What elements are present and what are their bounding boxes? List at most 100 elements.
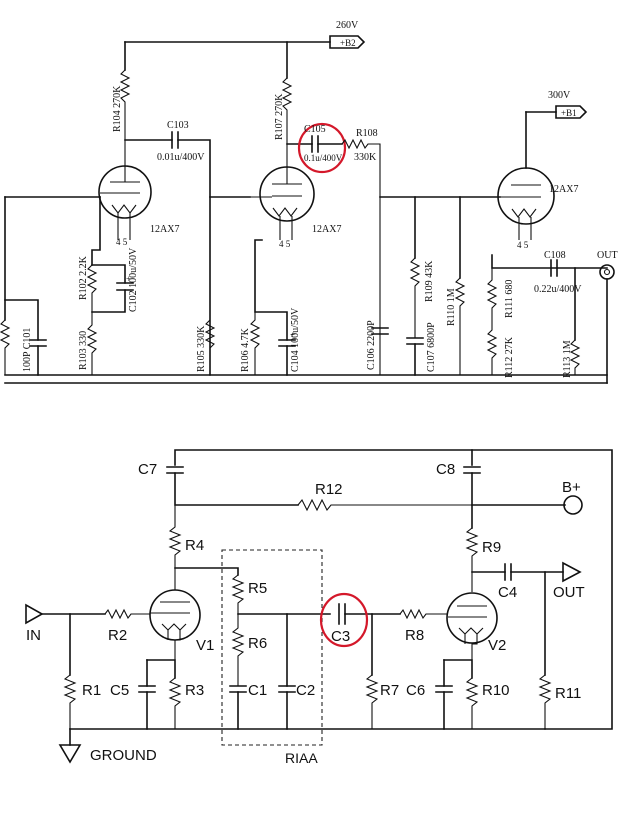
r108-label: R108 (356, 128, 378, 139)
tube-v1 (149, 589, 201, 660)
v1-label: V1 (196, 637, 214, 654)
c108-value: 0.22u/400V (534, 284, 582, 295)
c105-label: C105 (304, 124, 326, 135)
r110-resistor (454, 277, 466, 375)
r5-resistor (231, 574, 245, 614)
c103-capacitor (171, 131, 179, 149)
r12-resistor (297, 498, 472, 512)
r104-resistor (119, 69, 131, 165)
tube-v1-top: 4 5 12AX7 (98, 165, 179, 247)
c102-label: C102 100u/50V (128, 247, 139, 312)
in-terminal (25, 603, 44, 625)
r110-label: R110 1M (446, 288, 457, 326)
r107-resistor (281, 77, 293, 165)
out-terminal (562, 561, 582, 583)
c105-capacitor (311, 135, 319, 153)
r106-resistor (249, 312, 261, 375)
r2-resistor (104, 608, 150, 620)
r5-label: R5 (248, 580, 267, 597)
tube-v2-top: 4 5 12AX7 (250, 165, 341, 249)
b1-arrow-terminal (555, 105, 588, 119)
r113-resistor (569, 339, 581, 375)
tube-v2 (446, 592, 498, 660)
r112-resistor (486, 322, 498, 375)
c2-label: C2 (296, 682, 315, 699)
r11-label: R11 (555, 685, 581, 702)
r107-label: R107 270K (274, 93, 285, 140)
r10-label: R10 (482, 682, 510, 699)
c3-label: C3 (331, 628, 350, 645)
r109-resistor (409, 257, 421, 338)
r112-label: R112 27K (504, 336, 515, 378)
r109-label: R109 43K (424, 260, 435, 302)
riaa-network-box (221, 549, 323, 746)
tube-v3-top: 4 5 12AX7 (497, 167, 578, 250)
r8-resistor (399, 608, 448, 620)
tube2-label: 12AX7 (312, 224, 341, 235)
r6-label: R6 (248, 635, 267, 652)
c2-capacitor (278, 685, 296, 693)
r106-label: R106 4.7K (240, 327, 251, 372)
c107-label: C107 6800P (426, 322, 437, 372)
r12-label: R12 (315, 481, 343, 498)
r102-label: R102 2.2K (78, 255, 89, 300)
r3-label: R3 (185, 682, 204, 699)
r105-label: R105 330K (196, 325, 207, 372)
b1-node-label: +B1 (561, 108, 577, 118)
r9-resistor (465, 527, 479, 592)
r9-label: R9 (482, 539, 501, 556)
c107-capacitor (406, 337, 424, 345)
r103-label: R103 330 (78, 331, 89, 370)
c108-label: C108 (544, 250, 566, 261)
v2-label: V2 (488, 637, 506, 654)
r104-label: R104 270K (112, 85, 123, 132)
out-label: OUT (553, 584, 585, 601)
c5-capacitor (138, 685, 156, 693)
c106-capacitor (371, 327, 389, 335)
r111-resistor (486, 268, 498, 322)
r1-label: R1 (82, 682, 101, 699)
c8-capacitor (463, 466, 481, 474)
c103-value: 0.01u/400V (157, 152, 205, 163)
b2-arrow-terminal (329, 35, 366, 49)
c4-label: C4 (498, 584, 517, 601)
top-out-jack (599, 264, 615, 280)
c6-capacitor (435, 685, 453, 693)
in-label: IN (26, 627, 41, 644)
c5-label: C5 (110, 682, 129, 699)
input-resistor (0, 319, 11, 375)
b-plus-terminal (563, 495, 583, 515)
r8-label: R8 (405, 627, 424, 644)
c4-capacitor (504, 563, 512, 581)
c103-label: C103 (167, 120, 189, 131)
r108-value: 330K (354, 152, 377, 163)
c105-highlight (297, 122, 347, 174)
b1-voltage-label: 300V (548, 90, 571, 101)
bottom-schematic: C7 C8 R12 B+ R4 V1 IN R2 R1 (25, 449, 613, 766)
c101-label: 100P C101 (22, 328, 33, 372)
c7-label: C7 (138, 461, 157, 478)
r7-resistor (365, 674, 379, 729)
top-schematic: 260V +B2 R104 270K C103 0.01u/400V 4 5 1… (0, 20, 618, 384)
tube3-label: 12AX7 (549, 184, 578, 195)
c106-label: C106 2200P (366, 320, 377, 370)
c3-highlight (319, 592, 369, 648)
top-out-label: OUT (597, 250, 618, 261)
r105-resistor (204, 319, 216, 349)
c1-label: C1 (248, 682, 267, 699)
tube3-pins: 4 5 (517, 240, 529, 250)
c104-label: C104 100u/50V (290, 307, 301, 372)
b2-voltage-label: 260V (336, 20, 359, 31)
tube2-pins: 4 5 (279, 239, 291, 249)
r10-resistor (465, 677, 479, 729)
c3-capacitor (338, 603, 346, 625)
r3-resistor (168, 677, 182, 729)
ground-label: GROUND (90, 747, 157, 764)
tube1-label: 12AX7 (150, 224, 179, 235)
r7-label: R7 (380, 682, 399, 699)
c104-plus: + (290, 330, 295, 340)
c105-value: 0.1u/400V (304, 153, 343, 163)
r11-resistor (538, 674, 552, 729)
